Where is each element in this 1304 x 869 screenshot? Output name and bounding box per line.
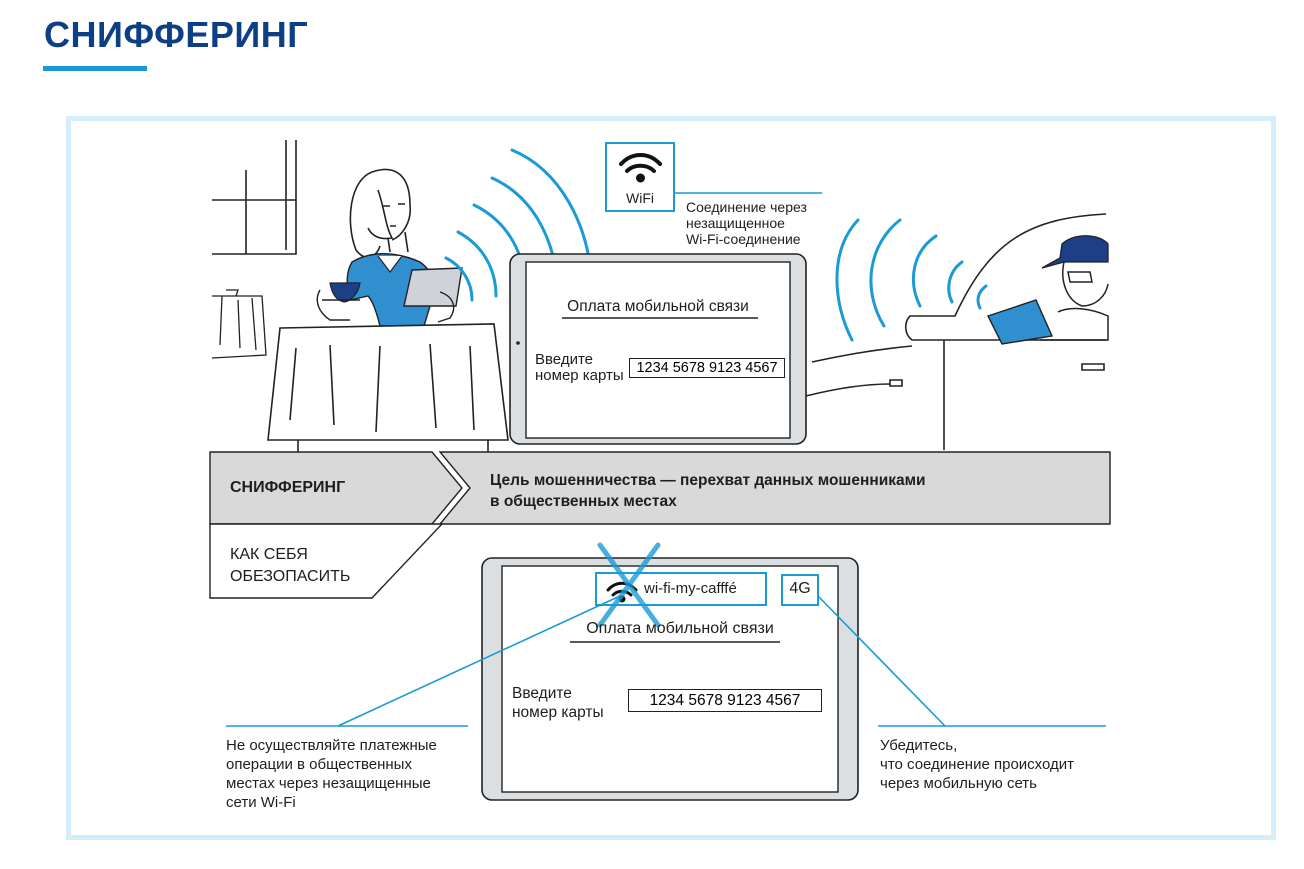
how-to-label: КАК СЕБЯ ОБЕЗОПАСИТЬ	[230, 546, 351, 585]
hacker-laptop	[987, 299, 1054, 345]
tablet-bottom-card-number: 1234 5678 9123 4567	[628, 689, 822, 712]
wifi-waves-hacker	[835, 218, 988, 342]
teacup	[329, 282, 361, 303]
advice-left: Не осуществляйте платежные операции в об…	[226, 737, 437, 811]
tablet-bottom-card-label: Введите номер карты	[512, 685, 604, 721]
car-outline	[805, 213, 1107, 450]
tablet-bottom-heading: Оплата мобильной связи	[586, 620, 774, 637]
how-to-shape	[209, 523, 444, 599]
hacker-cap	[1041, 235, 1109, 269]
network-4g-box	[781, 574, 819, 606]
tablet-top-card-number: 1234 5678 9123 4567	[629, 358, 785, 378]
tablet-top-camera	[516, 341, 520, 345]
hacker-figure	[1040, 261, 1109, 341]
band-goal: Цель мошенничества — перехват данных мош…	[490, 472, 926, 510]
cafe-table	[267, 323, 509, 456]
band-goal-shape	[438, 451, 1111, 525]
woman-collar	[377, 255, 403, 273]
woman-hand	[316, 289, 350, 321]
wifi-badge-label: WiFi	[626, 190, 654, 206]
cross-out-icon	[597, 542, 661, 628]
network-4g-label: 4G	[789, 580, 811, 597]
title-underline	[43, 66, 147, 71]
band-label-shape	[209, 451, 463, 525]
wifi-note: Соединение через незащищенное Wi-Fi-соед…	[686, 199, 807, 247]
tablet-top-card-label: Введите номер карты	[535, 351, 624, 384]
background-table	[211, 289, 267, 359]
advice-right: Убедитесь, что соединение происходит чер…	[880, 737, 1075, 792]
page-title: СНИФФЕРИНГ	[44, 14, 309, 55]
hand-held-tablet	[403, 267, 463, 307]
tablet-top-screen	[525, 261, 791, 439]
network-name: wi-fi-my-cafffé	[644, 580, 737, 597]
window-frame	[212, 140, 297, 255]
callout-line-right	[817, 595, 1106, 727]
woman-figure	[349, 168, 412, 258]
callout-line-left	[226, 595, 621, 727]
tablet-hand	[437, 291, 455, 323]
tablet-top-heading: Оплата мобильной связи	[567, 298, 749, 315]
wifi-icon	[619, 153, 662, 183]
band-label: СНИФФЕРИНГ	[230, 479, 346, 496]
